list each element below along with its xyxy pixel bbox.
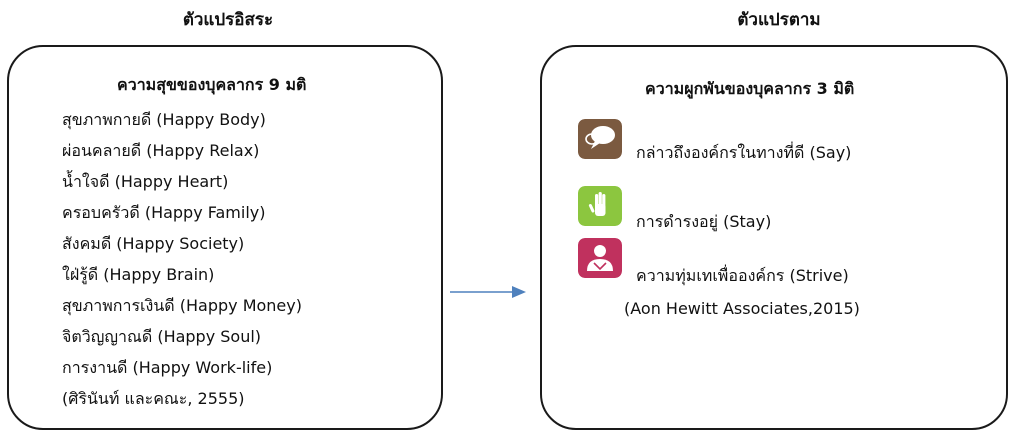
list-item: ใฝ่รู้ดี (Happy Brain) bbox=[62, 265, 215, 284]
happiness-dimensions-list: สุขภาพกายดี (Happy Body) ผ่อนคลายดี (Hap… bbox=[62, 104, 302, 414]
dependent-variable-box: ความผูกพันของบุคลากร 3 มิติ กล่าวถึงองค์… bbox=[540, 45, 1008, 430]
list-item: จิตวิญญาณดี (Happy Soul) bbox=[62, 327, 262, 346]
person-icon bbox=[578, 238, 622, 278]
dependent-variable-heading: ตัวแปรตาม bbox=[737, 10, 821, 30]
speech-bubble-icon bbox=[578, 119, 622, 159]
independent-variable-box: ความสุขของบุคลากร 9 มติ สุขภาพกายดี (Hap… bbox=[7, 45, 443, 430]
list-item: น้ำใจดี (Happy Heart) bbox=[62, 172, 229, 191]
engagement-strive-label: ความทุ่มเทเพื่อองค์กร (Strive) bbox=[636, 266, 849, 285]
citation: (ศิรินันท์ และคณะ, 2555) bbox=[62, 389, 245, 408]
happiness-dimensions-title: ความสุขของบุคลากร 9 มติ bbox=[117, 75, 307, 94]
list-item: สุขภาพการเงินดี (Happy Money) bbox=[62, 296, 302, 315]
independent-variable-heading: ตัวแปรอิสระ bbox=[182, 10, 274, 30]
list-item: ครอบครัวดี (Happy Family) bbox=[62, 203, 266, 222]
citation: (Aon Hewitt Associates,2015) bbox=[624, 299, 860, 318]
engagement-stay-label: การดำรงอยู่ (Stay) bbox=[636, 212, 772, 231]
list-item: การงานดี (Happy Work-life) bbox=[62, 358, 273, 377]
list-item: ผ่อนคลายดี (Happy Relax) bbox=[62, 141, 260, 160]
raised-hand-icon bbox=[578, 186, 622, 226]
list-item: สุขภาพกายดี (Happy Body) bbox=[62, 110, 266, 129]
list-item: สังคมดี (Happy Society) bbox=[62, 234, 245, 253]
arrow-icon bbox=[450, 286, 526, 298]
engagement-dimensions-title: ความผูกพันของบุคลากร 3 มิติ bbox=[645, 79, 855, 98]
engagement-say-label: กล่าวถึงองค์กรในทางที่ดี (Say) bbox=[636, 143, 852, 162]
